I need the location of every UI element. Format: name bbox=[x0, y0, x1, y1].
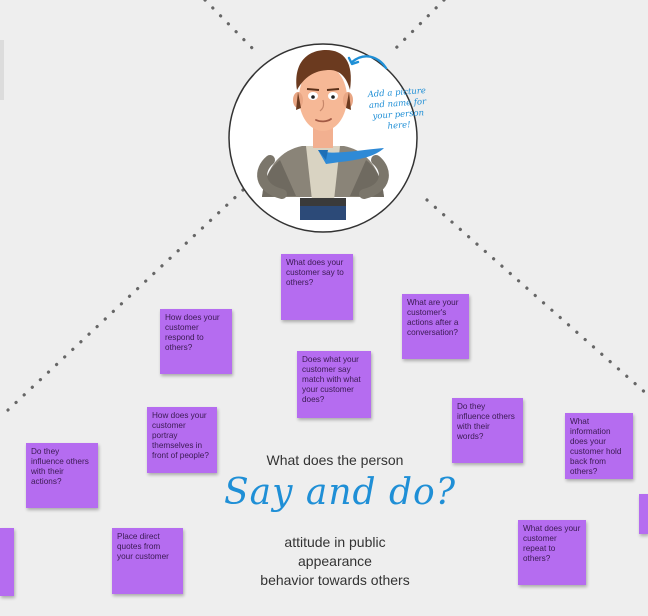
sticky-note-match[interactable]: Does what your customer say match with w… bbox=[297, 351, 371, 418]
section-line-appearance: appearance bbox=[298, 553, 372, 569]
sticky-note-influence-words[interactable]: Do they influence others with their word… bbox=[452, 398, 523, 463]
sticky-note-repeat[interactable]: What does your customer repeat to others… bbox=[518, 520, 586, 585]
section-line-attitude: attitude in public bbox=[284, 534, 386, 550]
divider-lines bbox=[6, 0, 648, 412]
sticky-note-portray[interactable]: How does your customer portray themselve… bbox=[147, 407, 217, 473]
divider-right bbox=[425, 198, 648, 397]
sticky-note-hold-back[interactable]: What information does your customer hold… bbox=[565, 413, 633, 479]
sticky-note-edge-left[interactable] bbox=[0, 528, 14, 596]
sticky-note-respond[interactable]: How does your customer respond to others… bbox=[160, 309, 232, 374]
section-line-behavior: behavior towards others bbox=[260, 572, 410, 588]
divider-top-right bbox=[390, 0, 446, 54]
callout-arrow-icon bbox=[350, 55, 388, 70]
sticky-note-actions[interactable]: What are your customer's actions after a… bbox=[402, 294, 469, 359]
sticky-note-quotes[interactable]: Place direct quotes from your customer bbox=[112, 528, 183, 594]
left-edge-panel bbox=[0, 40, 4, 100]
section-script-title: Say and do? bbox=[223, 472, 457, 513]
callout-arrowhead-icon bbox=[347, 56, 360, 66]
sticky-note-say[interactable]: What does your customer say to others? bbox=[281, 254, 353, 320]
divider-left bbox=[6, 188, 245, 412]
section-heading: What does the person bbox=[266, 452, 404, 468]
sticky-note-influence-actions[interactable]: Do they influence others with their acti… bbox=[26, 443, 98, 508]
sticky-note-edge-right[interactable] bbox=[639, 494, 648, 534]
persona-callout: Add a picture and name for your person h… bbox=[367, 86, 427, 132]
divider-top-left bbox=[203, 0, 258, 54]
persona-avatar[interactable] bbox=[228, 43, 418, 233]
